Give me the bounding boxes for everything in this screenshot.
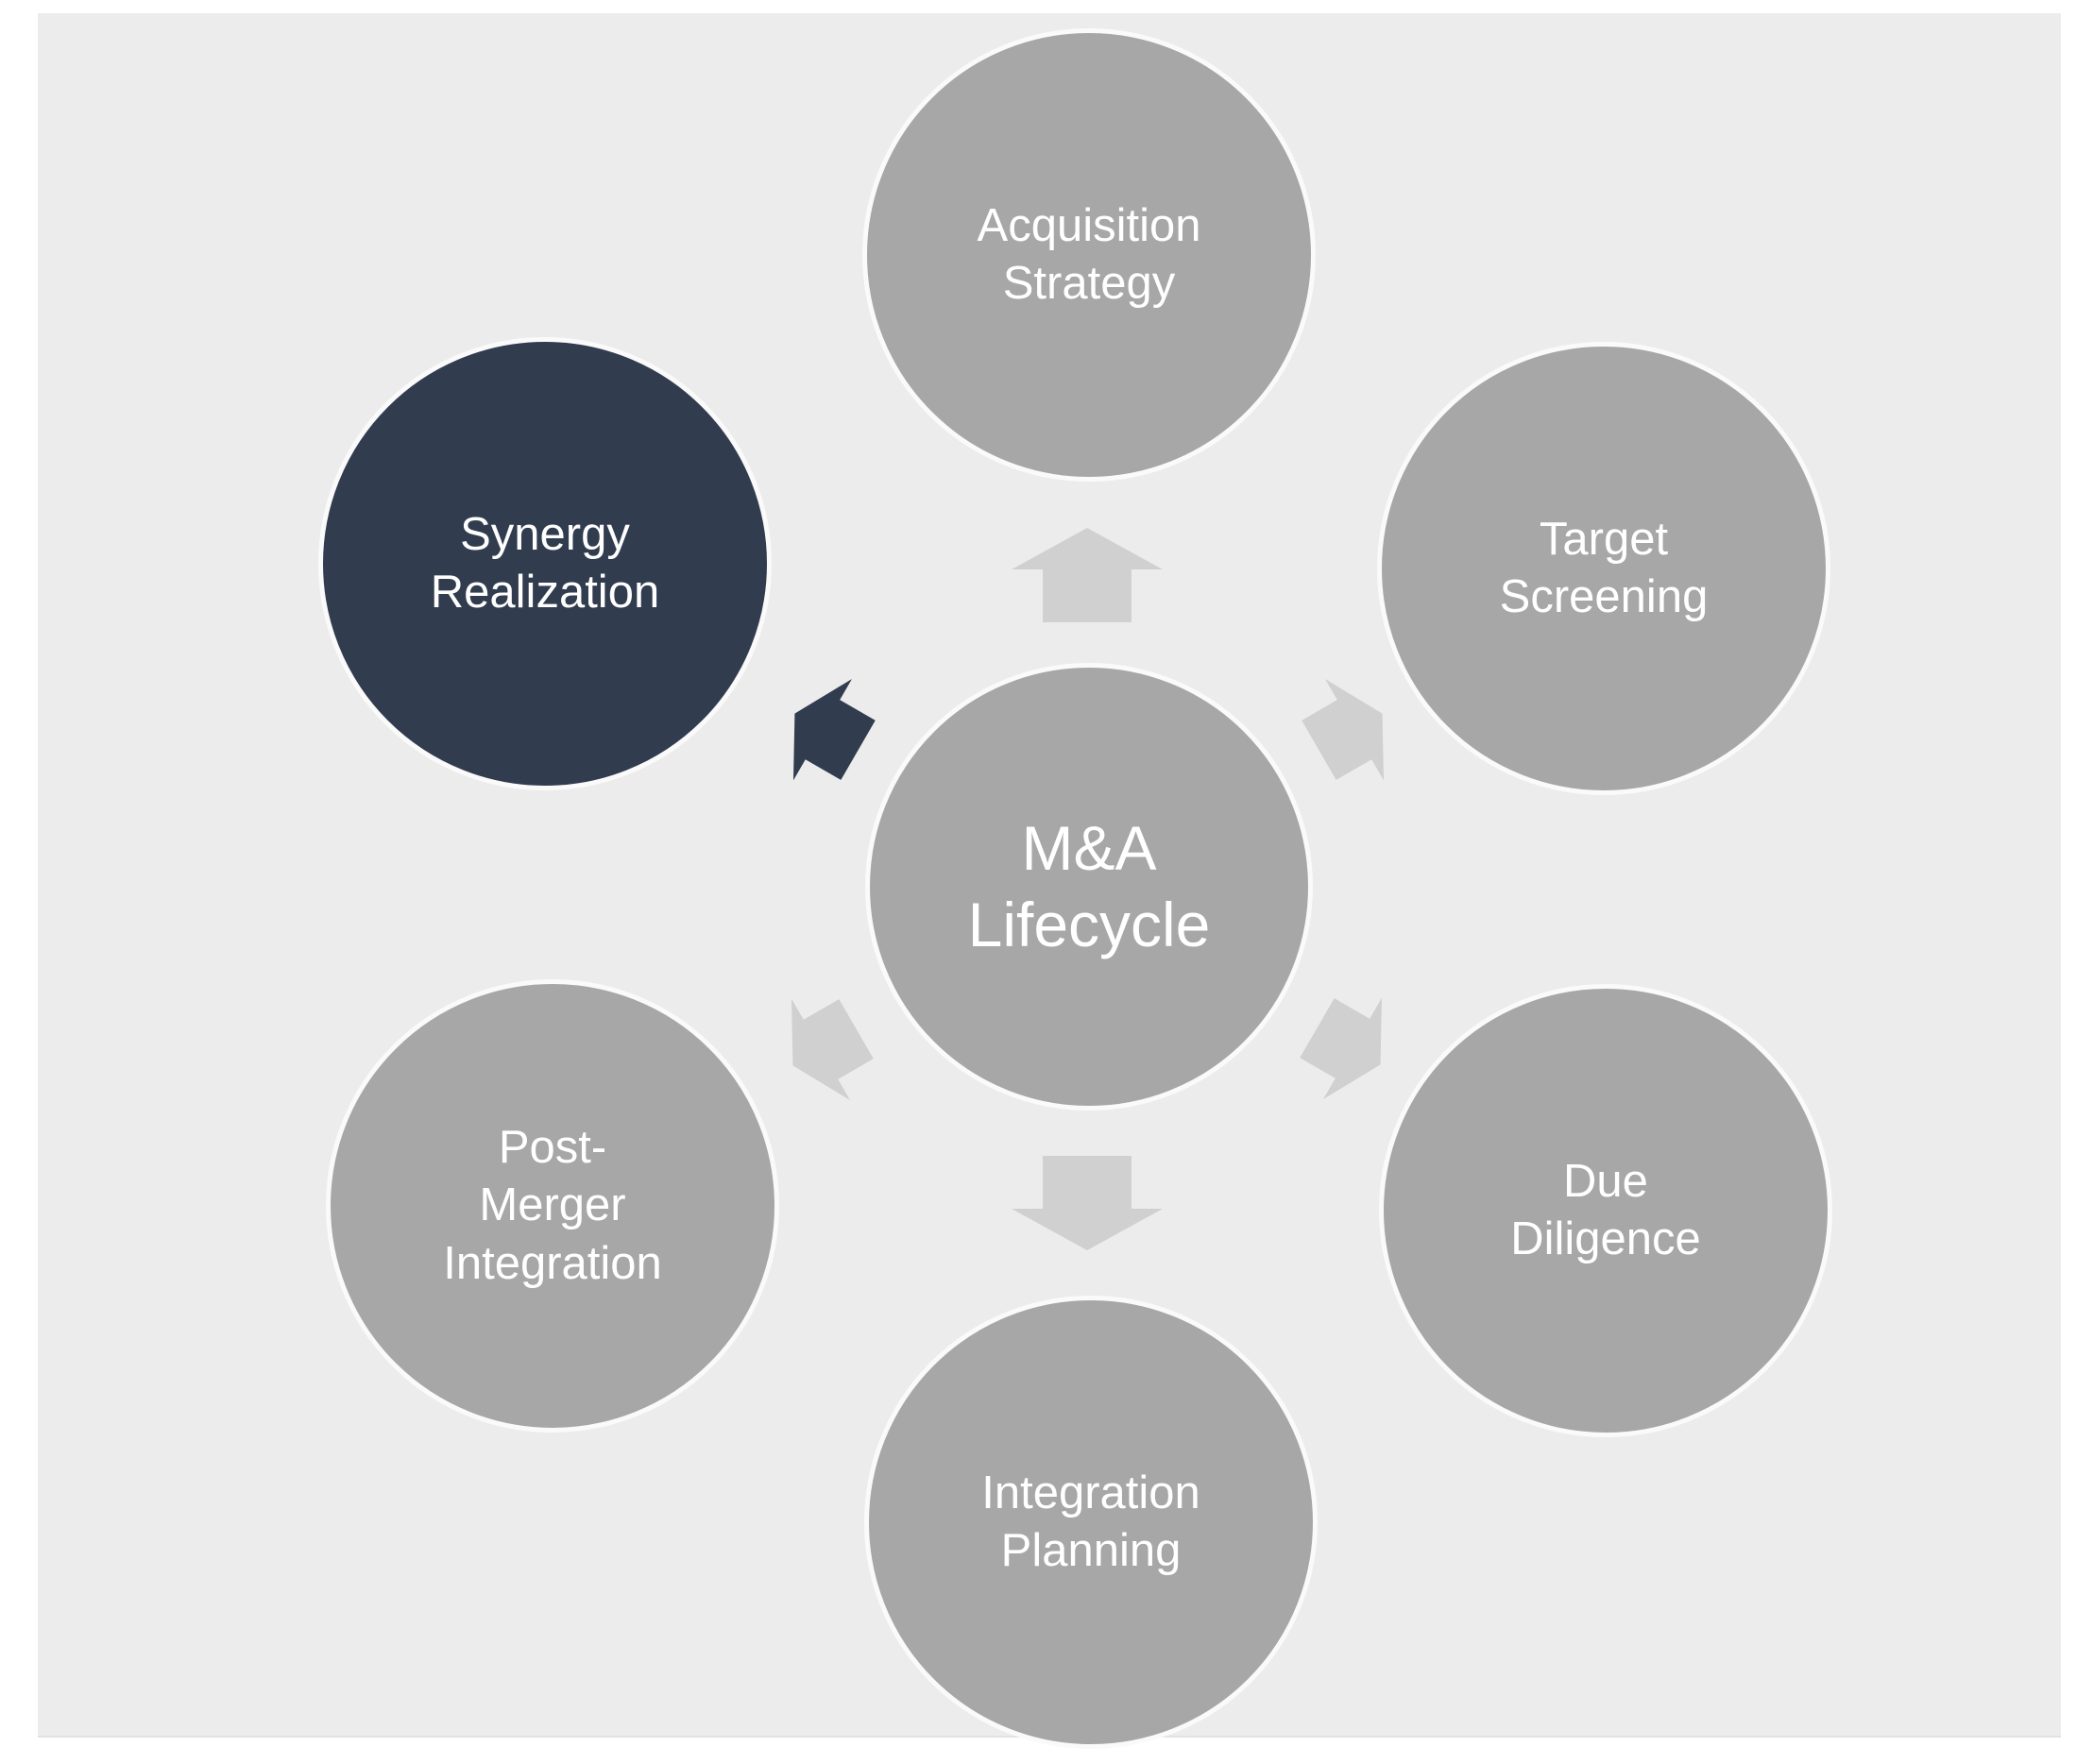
diagram-background: M&A Lifecycle Acquisition Strategy Targe… xyxy=(38,13,2061,1749)
node-acquisition-strategy: Acquisition Strategy xyxy=(862,28,1316,482)
node-post-merger-integration: Post-Merger Integration xyxy=(326,979,779,1433)
node-label: Target Screening xyxy=(1499,513,1709,622)
node-label: Post-Merger Integration xyxy=(443,1122,662,1289)
center-node-label: M&A Lifecycle xyxy=(967,813,1211,959)
node-synergy-realization: Synergy Realization xyxy=(318,337,772,790)
node-integration-planning: Integration Planning xyxy=(864,1296,1318,1749)
arrow-to-post-merger-integration-icon xyxy=(791,998,874,1101)
arrow-to-integration-planning-icon xyxy=(1012,1156,1163,1250)
arrow-to-target-screening-icon xyxy=(1302,678,1385,781)
node-label: Synergy Realization xyxy=(430,508,660,618)
arrow-to-synergy-realization-icon xyxy=(792,678,876,781)
node-target-screening: Target Screening xyxy=(1377,342,1830,795)
node-label: Due Diligence xyxy=(1510,1155,1701,1264)
center-node-ma-lifecycle: M&A Lifecycle xyxy=(865,663,1313,1111)
arrow-to-acquisition-strategy-icon xyxy=(1012,528,1163,622)
node-due-diligence: Due Diligence xyxy=(1379,984,1832,1437)
arrow-to-due-diligence-icon xyxy=(1300,997,1383,1100)
node-label: Acquisition Strategy xyxy=(977,199,1201,309)
node-label: Integration Planning xyxy=(981,1467,1200,1576)
